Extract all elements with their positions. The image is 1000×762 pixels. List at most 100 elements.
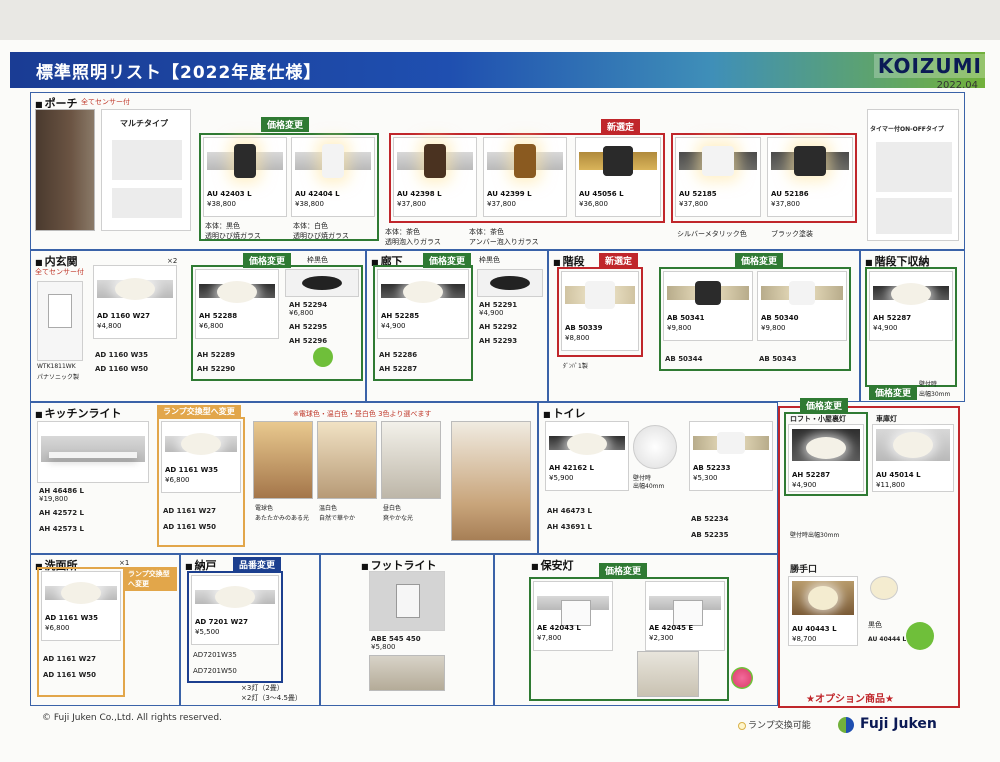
product-desc: ブラック塗装 (771, 230, 813, 238)
product-card: AU 52186 ¥37,800 (767, 137, 853, 217)
product-card: AB 50340 ¥9,800 (757, 271, 847, 341)
price-change-group (659, 267, 851, 371)
product-price: ¥19,800 (39, 495, 68, 503)
quantity-note: ×3灯（2畳） (241, 684, 284, 692)
section-closet: 納戸 品番変更 AD 7201 W27 ¥5,500 AD7201W35 AD7… (180, 554, 320, 706)
section-title: 保安灯 (531, 557, 574, 573)
timer-type-title: タイマー付ON-OFFタイプ (870, 126, 944, 133)
lamp-change-group (157, 417, 245, 547)
room-photo (253, 421, 313, 499)
product-model: AH 46473 L (547, 507, 592, 515)
section-understairs: 階段下収納 AH 52287 ¥4,900 価格変更 壁付時 出幅30mm (860, 250, 965, 402)
product-note: 壁付時 (919, 381, 938, 388)
product-card: AU 52185 ¥37,800 (675, 137, 761, 217)
product-price: ¥37,800 (771, 200, 800, 208)
product-model: AU 42398 L (397, 190, 442, 198)
product-model: AB 50341 (667, 314, 705, 322)
photo-label: 爽やかな光 (383, 515, 414, 522)
product-card: AU 40443 L ¥8,700 (788, 576, 858, 646)
section-porch: ポーチ 全てセンサー付 マルチタイプ 価格変更 AU 42403 L ¥38,8… (30, 92, 965, 250)
company-name: Fuji Juken (860, 716, 937, 732)
lamp-change-tag: ランプ交換型へ変更 (125, 567, 177, 591)
product-desc: シルバーメタリック色 (677, 230, 747, 238)
switch-model: WTK1811WK (37, 363, 76, 370)
lamp-replaceable-icon (738, 721, 746, 730)
section-washroom: 洗面所 ×1 ランプ交換型へ変更 AD 1161 W35 ¥6,800 AD 1… (30, 554, 180, 706)
product-model: AH 52294 (289, 301, 328, 309)
section-title: フットライト (361, 557, 437, 573)
product-desc: 本体：黒色 (205, 222, 240, 230)
product-price: ¥5,300 (693, 474, 718, 482)
product-price: ¥9,800 (667, 324, 692, 332)
product-note: ﾀﾞﾝﾊﾟ1製 (563, 363, 588, 370)
section-title: 階段下収納 (865, 253, 930, 269)
product-model: AB 52234 (691, 515, 729, 523)
price-change-tag: 価格変更 (243, 253, 292, 268)
product-desc: 本体：茶色 (469, 228, 504, 236)
product-price: ¥9,800 (761, 324, 786, 332)
product-card: AB 52233 ¥5,300 (689, 421, 773, 491)
product-model: AU 42404 L (295, 190, 340, 198)
product-card: AU 45014 L ¥11,800 (872, 424, 954, 492)
product-model: AD 1161 W35 (165, 466, 219, 474)
product-card: AU 42398 L ¥37,800 (393, 137, 477, 217)
price-change-tag: 価格変更 (735, 253, 784, 268)
option-area (778, 406, 960, 708)
new-selection-tag: 新選定 (601, 119, 641, 134)
product-model: AD 1160 W50 (95, 365, 149, 373)
product-card: AH 52287 ¥4,900 (788, 424, 864, 492)
product-model: AH 52292 (479, 323, 518, 331)
product-model: AH 52291 (479, 301, 518, 309)
price-change-tag: 価格変更 (599, 563, 648, 578)
product-model: AH 52296 (289, 337, 328, 345)
product-price: ¥38,800 (295, 200, 324, 208)
price-change-group (529, 577, 729, 701)
product-model: AD 1160 W35 (95, 351, 149, 359)
product-desc: 透明ひび焼ガラス (205, 232, 261, 240)
sensor-note: 全てセンサー付 (35, 268, 84, 276)
company-logo-icon (838, 717, 854, 733)
section-entrance: 内玄関 全てセンサー付 WTK1811WK パナソニック製 ×2 AD 1160… (30, 250, 366, 402)
quantity-note: ×2灯（3～4.5畳） (241, 694, 302, 702)
product-model: AB 52233 (693, 464, 731, 472)
product-price: ¥5,500 (195, 628, 220, 636)
price-change-tag: 価格変更 (261, 117, 310, 132)
price-change-tag: 価格変更 (423, 253, 472, 268)
product-model: AD 1161 W27 (43, 655, 97, 663)
price-change-tag: 価格変更 (800, 398, 849, 413)
section-title: キッチンライト (35, 405, 122, 421)
product-note: 壁付時 (633, 475, 652, 482)
product-model: AD7201W50 (193, 667, 237, 675)
product-model: AH 52287 (873, 314, 912, 322)
door-photo (35, 109, 95, 231)
option-label: ★オプション商品★ (806, 694, 894, 705)
photo-label: 昼白色 (383, 505, 402, 512)
section-title: 内玄関 (35, 253, 78, 269)
plant-icon (313, 347, 333, 367)
plant-icon (906, 622, 934, 650)
page-title: 標準照明リスト【2022年度仕様】 (36, 63, 322, 83)
section-kitchen: キッチンライト AH 46486 L ¥19,800 AH 42572 L AH… (30, 402, 538, 554)
section-title: 廊下 (371, 253, 403, 269)
price-change-group (784, 412, 868, 496)
product-model: AU 45056 L (579, 190, 624, 198)
copyright: © Fuji Juken Co.,Ltd. All rights reserve… (42, 713, 222, 723)
product-desc: 本体：茶色 (385, 228, 420, 236)
product-price: ¥6,800 (289, 309, 314, 317)
product-card: AH 52287 ¥4,900 (869, 271, 953, 341)
new-selection-group (557, 267, 643, 357)
frame-color: 枠黒色 (479, 256, 500, 264)
product-model: AB 50343 (759, 355, 797, 363)
backdoor-title: 勝手口 (790, 565, 818, 575)
product-model: AH 52287 (379, 365, 418, 373)
product-price: ¥6,800 (165, 476, 190, 484)
product-model: AH 42573 L (39, 525, 84, 533)
frame-color: 枠黒色 (307, 256, 328, 264)
switch-maker: パナソニック製 (37, 374, 80, 381)
product-card (369, 571, 445, 631)
price-change-group (199, 133, 379, 241)
product-price: ¥4,800 (97, 322, 122, 330)
header-banner: 標準照明リスト【2022年度仕様】 (10, 52, 985, 88)
product-model: AU 52186 (771, 190, 809, 198)
garage-title: 車庫灯 (876, 415, 897, 423)
